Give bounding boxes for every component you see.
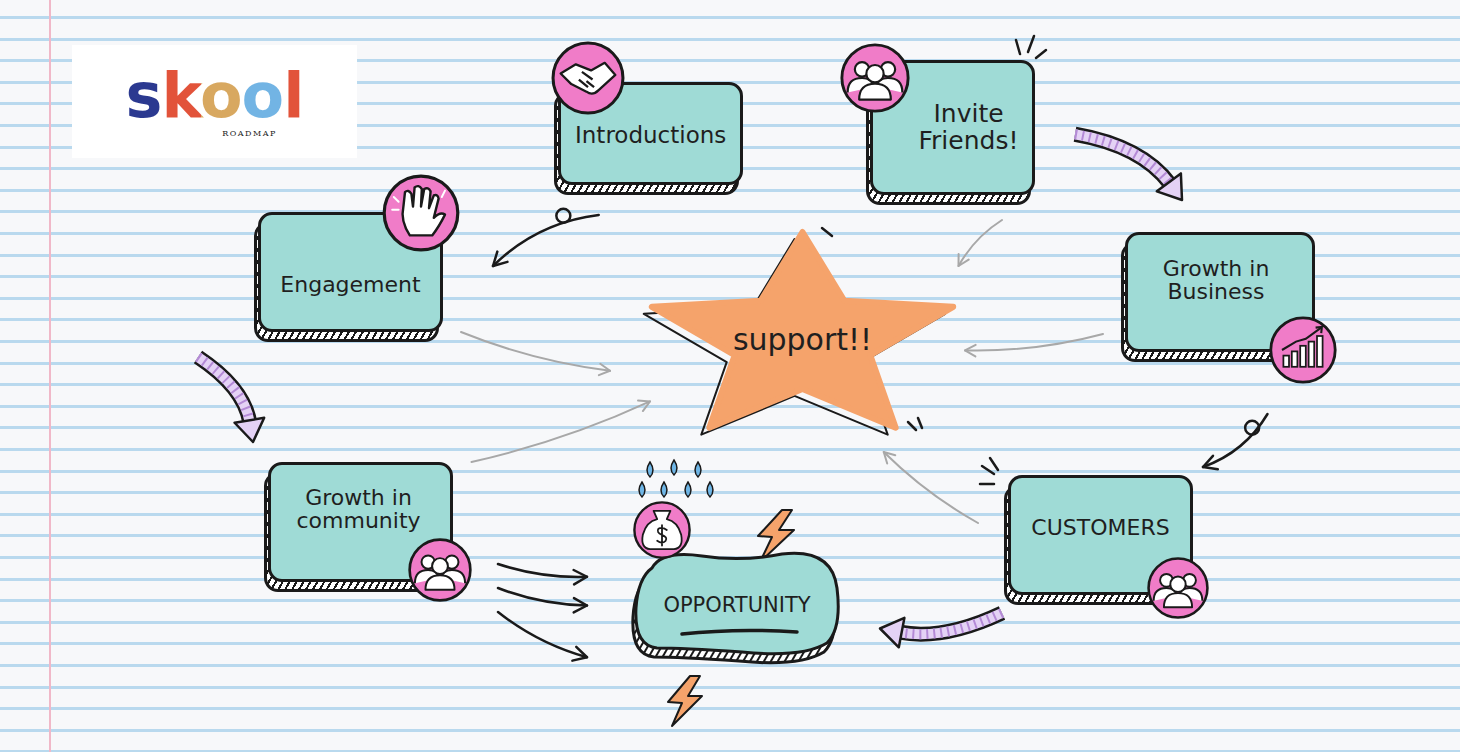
arrow-head <box>599 364 610 375</box>
support-arrow <box>965 334 1103 356</box>
process-box: Growth in community <box>268 462 453 582</box>
process-box: Engagement <box>258 212 443 332</box>
arrow-line <box>461 332 610 371</box>
emphasis-marks <box>822 36 1046 484</box>
people-icon <box>407 537 473 603</box>
arrow-line <box>498 588 587 606</box>
logo-box: skoolROADMAP <box>72 45 357 158</box>
arrow-line <box>472 401 651 462</box>
people-icon <box>1146 556 1210 620</box>
star-fill <box>652 232 953 428</box>
underline-stroke <box>682 630 797 634</box>
node-label: CUSTOMERS <box>1031 516 1169 539</box>
arrow-body <box>900 613 1002 634</box>
process-box: CUSTOMERS <box>1008 475 1193 595</box>
arrow-hatch <box>1075 134 1170 184</box>
text-area: Growth in community <box>271 465 450 579</box>
arrow-head <box>638 401 650 411</box>
block-arrow <box>198 357 264 442</box>
node-label: Introductions <box>575 123 726 147</box>
node-label: Growth in community <box>285 486 432 532</box>
flow-arrow <box>498 612 587 661</box>
star-node: support!! <box>640 228 965 432</box>
arrow-line <box>884 452 978 523</box>
arrow-head <box>1157 173 1182 200</box>
arrow-head <box>965 345 976 357</box>
arrow-body <box>1075 134 1170 184</box>
node-label: OPPORTUNITY <box>663 594 810 616</box>
logo-wordmark: skool <box>126 65 304 127</box>
blob-fill <box>636 553 838 653</box>
arrow-hatch <box>900 613 1002 634</box>
raindrops <box>639 460 713 497</box>
arrow-head <box>574 570 587 584</box>
arrow-head <box>493 252 507 266</box>
process-box: Introductions <box>558 82 743 185</box>
text-area: Engagement <box>261 215 440 329</box>
arrow-head <box>884 452 896 463</box>
text-area: Growth in Business <box>1128 235 1312 349</box>
node-label: Growth in Business <box>1142 257 1290 303</box>
flow-arrow <box>498 564 587 584</box>
flow-arrow <box>498 588 587 612</box>
arrow-head <box>880 618 904 647</box>
arrow-head <box>1203 456 1218 470</box>
arrow-line <box>965 334 1103 351</box>
arrow-head <box>572 647 587 661</box>
support-arrow <box>461 332 610 375</box>
support-arrow <box>959 220 1003 266</box>
arrow-line <box>1203 414 1268 467</box>
process-box: Invite Friends! <box>870 60 1035 195</box>
arrow-body <box>198 357 250 422</box>
node-label: Invite Friends! <box>917 101 1020 154</box>
blob-node: OPPORTUNITY <box>632 548 842 663</box>
node-label: Engagement <box>280 273 420 296</box>
chart-icon <box>1268 315 1338 385</box>
text-area: CUSTOMERS <box>1011 478 1190 592</box>
text-area: support!! <box>640 228 965 432</box>
text-area: Introductions <box>561 85 740 182</box>
arrow-body <box>1075 134 1170 184</box>
arrow-head <box>574 598 587 612</box>
block-arrow <box>1075 134 1182 200</box>
arrow-hatch <box>198 357 250 422</box>
money-icon <box>632 500 692 560</box>
flow-arrow <box>1203 414 1268 469</box>
arrow-loop <box>556 209 570 223</box>
support-arrow <box>472 401 651 462</box>
text-area: skoolROADMAP <box>72 45 357 158</box>
arrow-head <box>235 418 265 442</box>
flow-arrow <box>493 209 599 266</box>
logo-subtitle: ROADMAP <box>222 129 277 138</box>
text-area: OPPORTUNITY <box>632 548 842 663</box>
node-label: support!! <box>733 324 872 356</box>
block-arrow <box>880 613 1002 647</box>
text-area: Invite Friends! <box>873 63 1032 192</box>
arrow-body <box>900 613 1002 634</box>
support-arrow <box>884 452 978 523</box>
hands-icon <box>550 40 626 116</box>
people-icon <box>839 42 911 114</box>
process-box: Growth in Business <box>1125 232 1315 352</box>
arrow-line <box>498 612 587 657</box>
hand-icon <box>381 173 461 253</box>
arrow-body <box>198 357 250 422</box>
arrow-line <box>959 220 1003 266</box>
arrow-loop <box>1245 421 1259 435</box>
arrow-head <box>959 254 969 266</box>
arrow-line <box>493 215 599 266</box>
